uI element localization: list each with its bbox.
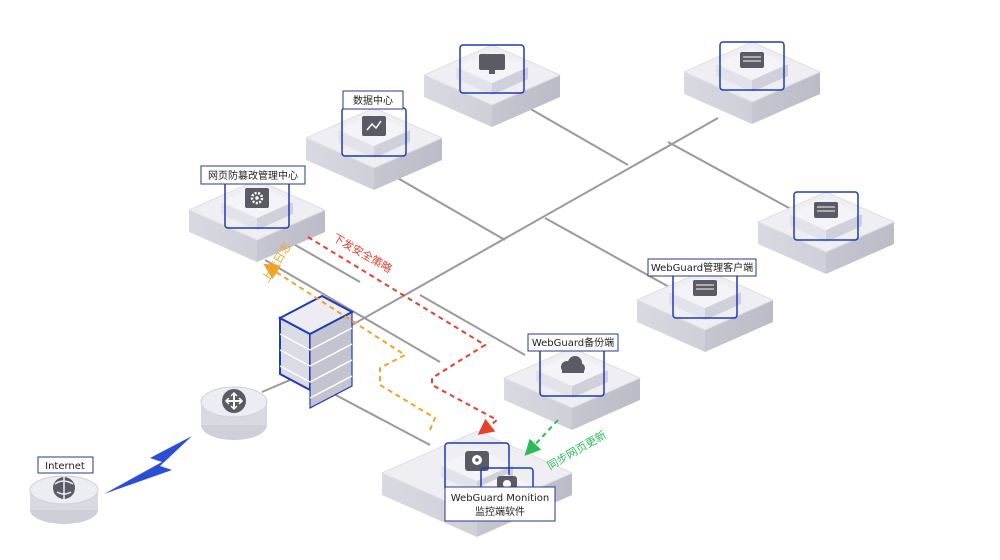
policy-flow-arrow — [307, 236, 499, 435]
label-client: WebGuard管理客户端 — [647, 258, 757, 277]
server-device-icon — [790, 191, 862, 242]
backup-label: WebGuard备份端 — [532, 336, 614, 349]
data-center-label: 数据中心 — [353, 94, 393, 107]
cable-firewall-monitor — [329, 391, 431, 446]
cable-client — [544, 217, 681, 294]
sync-flow-arrow — [524, 419, 559, 456]
label-monitor: WebGuard Monition 监控端软件 — [444, 486, 556, 522]
gear-device-icon — [221, 179, 293, 230]
firewall-node — [277, 294, 355, 409]
label-data-center: 数据中心 — [342, 90, 404, 110]
sync-flow-label: 同步网页更新 — [545, 427, 609, 472]
internet-label: Internet — [45, 461, 85, 472]
cable-mgmt-monitor — [264, 259, 441, 363]
policy-flow-label: 下发安全策略 — [331, 230, 395, 275]
monitor-device-icon — [456, 44, 528, 95]
internet-node — [29, 475, 99, 524]
server-glyph-icon — [740, 52, 764, 68]
router-icon — [222, 389, 246, 413]
disk-glyph-icon — [465, 451, 489, 471]
label-mgmt-center: 网页防篡改管理中心 — [200, 165, 306, 185]
chart-glyph-icon — [362, 116, 386, 136]
monitor-glyph-icon — [479, 54, 505, 74]
cable-router-firewall — [261, 379, 291, 393]
server-device-icon — [669, 269, 741, 320]
label-internet: Internet — [37, 456, 94, 474]
firewall-icon — [277, 294, 355, 409]
monitor-label-line2: 监控端软件 — [475, 505, 525, 518]
cable-backup — [419, 294, 526, 356]
router-node — [200, 386, 268, 440]
cable-top-server — [514, 99, 629, 166]
client-label: WebGuard管理客户端 — [651, 261, 753, 274]
flows — [263, 236, 559, 456]
mgmt-center-label: 网页防篡改管理中心 — [208, 169, 298, 182]
monitor-label-line1: WebGuard Monition — [451, 493, 550, 504]
server-device-icon — [716, 41, 788, 92]
cable-right-server — [667, 141, 801, 215]
server-glyph-icon — [814, 202, 838, 218]
chart-device-icon — [338, 107, 410, 158]
lightning-icon — [104, 436, 192, 494]
log-flow-arrow — [263, 263, 437, 431]
cloud-glyph-icon — [561, 356, 585, 373]
server-glyph-icon — [693, 280, 717, 296]
label-backup: WebGuard备份端 — [527, 333, 619, 352]
gear-glyph-icon — [245, 188, 269, 208]
globe-icon — [53, 477, 75, 499]
